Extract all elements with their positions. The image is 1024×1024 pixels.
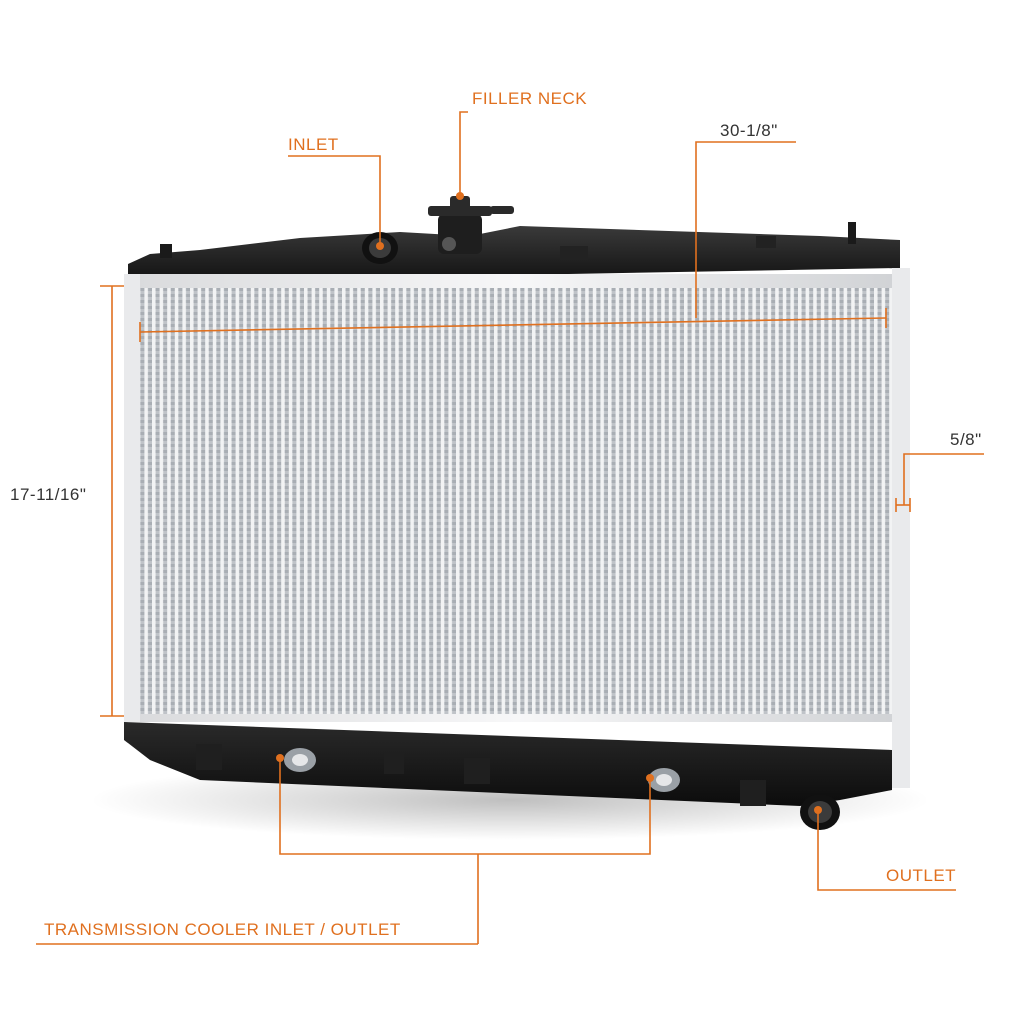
label-height: 17-11/16"	[10, 485, 87, 504]
mounting-tab	[848, 222, 856, 244]
leader-inlet	[288, 155, 381, 246]
top-tank	[128, 222, 900, 282]
label-thickness: 5/8"	[950, 430, 982, 449]
leader-thickness	[903, 453, 984, 505]
mounting-tab	[464, 758, 490, 784]
side-rail-right	[892, 268, 910, 788]
leader-trans-cooler	[279, 758, 651, 855]
trans-cooler-fitting-right	[648, 768, 680, 792]
trans-cooler-fitting-left	[284, 748, 316, 772]
radiator-core	[140, 288, 892, 714]
leader-width	[695, 141, 796, 318]
mounting-tab	[560, 246, 588, 260]
label-outlet: OUTLET	[886, 866, 957, 885]
mounting-tab	[740, 780, 766, 806]
leader-outlet	[817, 810, 956, 891]
filler-neck-cap	[428, 196, 514, 254]
mounting-tab	[756, 236, 776, 248]
mounting-tab	[384, 752, 404, 774]
leader-filler-neck	[459, 111, 468, 196]
label-width: 30-1/8"	[720, 121, 778, 140]
mounting-tab	[196, 744, 222, 770]
side-rail-left	[124, 274, 140, 722]
bottom-tank	[124, 722, 892, 806]
leader-lines	[36, 111, 984, 945]
label-trans-cooler: TRANSMISSION COOLER INLET / OUTLET	[44, 920, 401, 939]
width-dimension-line	[139, 317, 887, 333]
label-filler-neck: FILLER NECK	[472, 89, 588, 108]
label-inlet: INLET	[288, 135, 339, 154]
mounting-tab	[160, 244, 172, 258]
